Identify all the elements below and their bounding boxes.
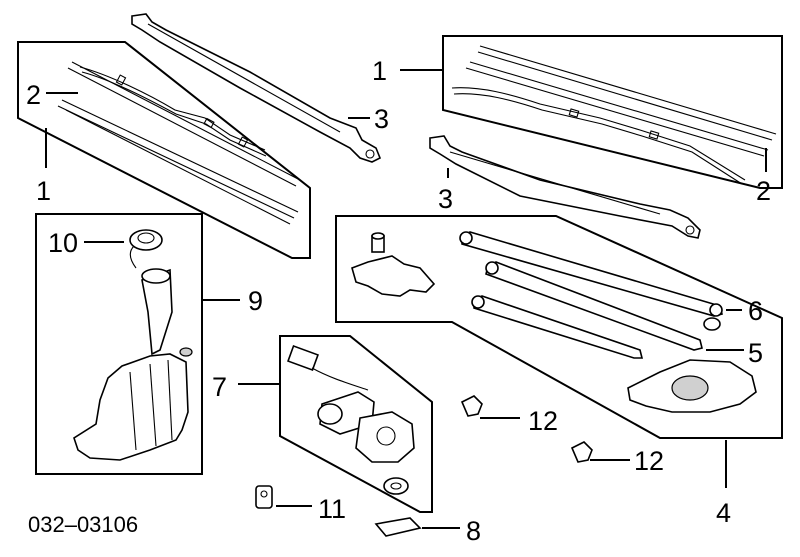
callout-1-right: 1 <box>372 56 387 86</box>
callout-12-lower: 12 <box>634 446 664 476</box>
linkage-box <box>335 215 783 439</box>
right-wiper-blade-group: 1 2 <box>372 35 783 206</box>
callout-3-right: 3 <box>438 184 453 214</box>
callout-3-left: 3 <box>374 104 389 134</box>
washer-cap <box>129 229 163 269</box>
right-blade-box <box>442 35 783 189</box>
grommet-upper: 12 <box>460 395 558 436</box>
right-wiper-arm: 3 <box>429 135 701 239</box>
wiper-motor <box>287 345 415 495</box>
wiper-linkage <box>351 231 757 413</box>
wiper-motor-group: 7 <box>212 335 433 513</box>
left-wiper-blade-group: 2 1 <box>17 41 311 259</box>
grommet-lower: 12 <box>570 441 664 476</box>
callout-2-right: 2 <box>756 176 771 206</box>
right-wiper-blade <box>451 45 777 185</box>
callout-4: 4 <box>716 498 731 528</box>
left-wiper-blade <box>57 61 301 225</box>
diagram-code: 032–03106 <box>28 512 138 537</box>
callout-10: 10 <box>48 228 78 258</box>
callout-11: 11 <box>318 494 346 524</box>
washer-tank-box <box>35 213 203 475</box>
mounting-plate: 8 <box>374 516 481 546</box>
callout-7: 7 <box>212 372 227 402</box>
callout-6: 6 <box>748 296 763 326</box>
callout-9: 9 <box>248 286 263 316</box>
wiper-linkage-group: 6 5 4 <box>335 215 783 528</box>
callout-8: 8 <box>466 516 481 546</box>
callout-1-left: 1 <box>36 176 51 206</box>
motor-box <box>279 335 433 513</box>
callout-5: 5 <box>748 338 763 368</box>
callout-12-upper: 12 <box>528 406 558 436</box>
callout-2-left: 2 <box>26 80 41 110</box>
left-wiper-arm: 3 <box>131 13 389 163</box>
washer-tank-group: 10 9 <box>35 213 263 475</box>
washer-pump-clip: 11 <box>255 485 346 524</box>
left-blade-box <box>17 41 311 259</box>
washer-tank <box>73 268 193 461</box>
